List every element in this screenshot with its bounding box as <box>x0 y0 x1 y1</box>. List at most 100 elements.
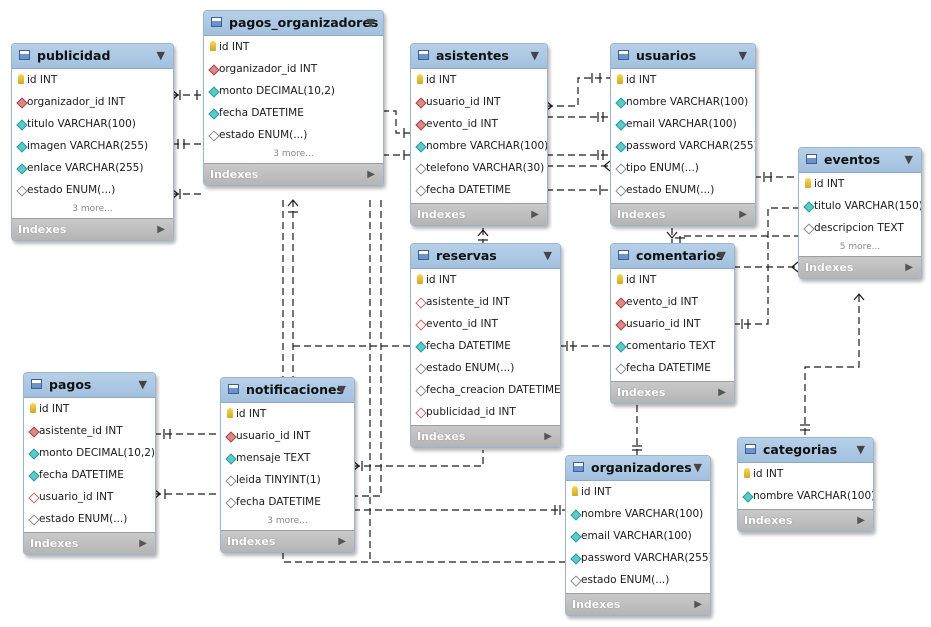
column-row[interactable]: id INT <box>611 269 734 291</box>
column-row[interactable]: estado ENUM(...) <box>12 179 173 201</box>
table-header[interactable]: asistentes▼ <box>411 44 547 69</box>
column-row[interactable]: telefono VARCHAR(30) <box>411 157 547 179</box>
column-row[interactable]: email VARCHAR(100) <box>566 525 710 547</box>
relationship-line[interactable] <box>679 235 798 243</box>
more-columns-link[interactable]: 5 more... <box>839 242 881 252</box>
relationship-line[interactable] <box>733 207 798 325</box>
collapse-arrow-icon[interactable]: ▼ <box>738 49 747 62</box>
table-header[interactable]: organizadores▼ <box>566 456 710 481</box>
expand-indexes-icon[interactable]: ▶ <box>718 387 726 398</box>
expand-indexes-icon[interactable]: ▶ <box>367 169 375 180</box>
column-row[interactable]: fecha DATETIME <box>24 464 155 486</box>
column-row[interactable]: password VARCHAR(255) <box>611 135 755 157</box>
column-row[interactable]: id INT <box>738 463 873 485</box>
column-row[interactable]: fecha DATETIME <box>204 102 383 124</box>
column-row[interactable]: id INT <box>799 173 921 195</box>
collapse-arrow-icon[interactable]: ▼ <box>366 16 375 29</box>
collapse-arrow-icon[interactable]: ▼ <box>337 383 346 396</box>
expand-indexes-icon[interactable]: ▶ <box>905 262 913 273</box>
collapse-arrow-icon[interactable]: ▼ <box>543 249 552 262</box>
collapse-arrow-icon[interactable]: ▼ <box>138 378 147 391</box>
column-row[interactable]: fecha DATETIME <box>411 335 560 357</box>
column-row[interactable]: estado ENUM(...) <box>204 124 383 146</box>
column-row[interactable]: imagen VARCHAR(255) <box>12 135 173 157</box>
column-row[interactable]: organizador_id INT <box>204 58 383 80</box>
table-header[interactable]: eventos▼ <box>799 148 921 173</box>
column-row[interactable]: id INT <box>411 269 560 291</box>
column-row[interactable]: descripcion TEXT <box>799 217 921 239</box>
column-row[interactable]: monto DECIMAL(10,2) <box>24 442 155 464</box>
column-row[interactable]: usuario_id INT <box>411 91 547 113</box>
expand-indexes-icon[interactable]: ▶ <box>531 209 539 220</box>
relationship-line[interactable] <box>546 77 610 107</box>
indexes-section[interactable]: Indexes▶ <box>566 593 710 615</box>
table-header[interactable]: notificaciones▼ <box>221 378 354 403</box>
column-row[interactable]: organizador_id INT <box>12 91 173 113</box>
expand-indexes-icon[interactable]: ▶ <box>694 599 702 610</box>
column-row[interactable]: id INT <box>24 398 155 420</box>
more-columns-link[interactable]: 3 more... <box>267 516 308 526</box>
column-row[interactable]: nombre VARCHAR(100) <box>611 91 755 113</box>
relationship-line[interactable] <box>353 450 484 467</box>
column-row[interactable]: fecha DATETIME <box>611 357 734 379</box>
column-row[interactable]: tipo ENUM(...) <box>611 157 755 179</box>
more-columns-link[interactable]: 3 more... <box>72 204 113 214</box>
column-row[interactable]: usuario_id INT <box>611 313 734 335</box>
collapse-arrow-icon[interactable]: ▼ <box>156 49 165 62</box>
table-header[interactable]: usuarios▼ <box>611 44 755 69</box>
column-row[interactable]: nombre VARCHAR(100) <box>738 485 873 507</box>
expand-indexes-icon[interactable]: ▶ <box>139 538 147 549</box>
expand-indexes-icon[interactable]: ▶ <box>544 431 552 442</box>
column-row[interactable]: enlace VARCHAR(255) <box>12 157 173 179</box>
collapse-arrow-icon[interactable]: ▼ <box>856 443 865 456</box>
column-row[interactable]: estado ENUM(...) <box>611 179 755 201</box>
column-row[interactable]: evento_id INT <box>611 291 734 313</box>
indexes-section[interactable]: Indexes▶ <box>411 425 560 447</box>
indexes-section[interactable]: Indexes▶ <box>24 532 155 554</box>
column-row[interactable]: fecha DATETIME <box>221 491 354 513</box>
relationship-line[interactable] <box>353 200 382 497</box>
table-header[interactable]: pagos▼ <box>24 373 155 398</box>
column-row[interactable]: titulo VARCHAR(100) <box>12 113 173 135</box>
column-row[interactable]: estado ENUM(...) <box>24 508 155 530</box>
column-row[interactable]: titulo VARCHAR(150) <box>799 195 921 217</box>
indexes-section[interactable]: Indexes▶ <box>799 256 921 278</box>
indexes-section[interactable]: Indexes▶ <box>611 381 734 403</box>
indexes-section[interactable]: Indexes▶ <box>204 163 383 185</box>
column-row[interactable]: leida TINYINT(1) <box>221 469 354 491</box>
column-row[interactable]: id INT <box>204 36 383 58</box>
expand-indexes-icon[interactable]: ▶ <box>857 515 865 526</box>
collapse-arrow-icon[interactable]: ▼ <box>693 461 702 474</box>
column-row[interactable]: monto DECIMAL(10,2) <box>204 80 383 102</box>
indexes-section[interactable]: Indexes▶ <box>611 203 755 225</box>
table-header[interactable]: publicidad▼ <box>12 44 173 69</box>
indexes-section[interactable]: Indexes▶ <box>221 530 354 552</box>
column-row[interactable]: mensaje TEXT <box>221 447 354 469</box>
column-row[interactable]: evento_id INT <box>411 113 547 135</box>
column-row[interactable]: estado ENUM(...) <box>411 357 560 379</box>
column-row[interactable]: id INT <box>566 481 710 503</box>
column-row[interactable]: estado ENUM(...) <box>566 569 710 591</box>
column-row[interactable]: password VARCHAR(255) <box>566 547 710 569</box>
relationship-line[interactable] <box>282 200 565 563</box>
indexes-section[interactable]: Indexes▶ <box>738 509 873 531</box>
collapse-arrow-icon[interactable]: ▼ <box>530 49 539 62</box>
column-row[interactable]: usuario_id INT <box>24 486 155 508</box>
indexes-section[interactable]: Indexes▶ <box>12 218 173 240</box>
column-row[interactable]: id INT <box>611 69 755 91</box>
column-row[interactable]: nombre VARCHAR(100) <box>566 503 710 525</box>
column-row[interactable]: id INT <box>411 69 547 91</box>
table-header[interactable]: reservas▼ <box>411 244 560 269</box>
table-header[interactable]: comentarios▼ <box>611 244 734 269</box>
column-row[interactable]: nombre VARCHAR(100) <box>411 135 547 157</box>
